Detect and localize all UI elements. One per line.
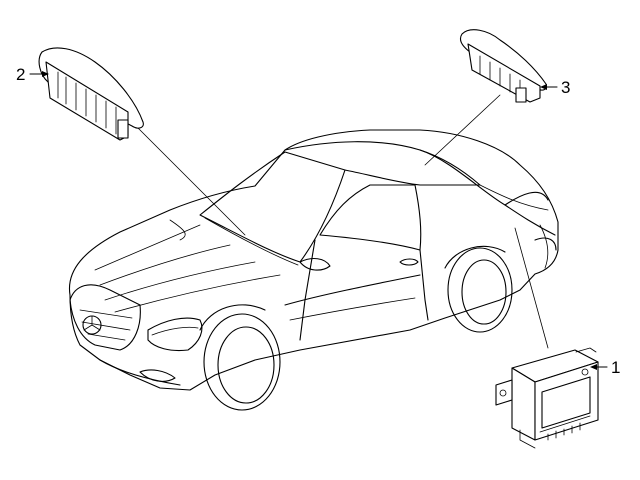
leader-line-1 (514, 227, 549, 349)
leader-lines (137, 94, 549, 349)
car-illustration (68, 129, 559, 411)
callout-label-3: 3 (561, 78, 570, 97)
arrow-left-icon (540, 84, 547, 90)
callout-label-1: 1 (611, 358, 620, 377)
arrow-left-icon (590, 364, 597, 370)
callout-1: 1 (590, 358, 620, 377)
callout-3: 3 (540, 78, 570, 97)
callout-2: 2 (16, 65, 49, 84)
part-3-sensor-strip (459, 29, 547, 103)
callout-label-2: 2 (16, 65, 25, 84)
part-2-sensor-strip (38, 47, 144, 141)
arrow-right-icon (42, 71, 49, 77)
leader-line-3 (424, 94, 501, 166)
part-1-control-module (495, 347, 599, 449)
leader-line-2 (137, 127, 246, 236)
